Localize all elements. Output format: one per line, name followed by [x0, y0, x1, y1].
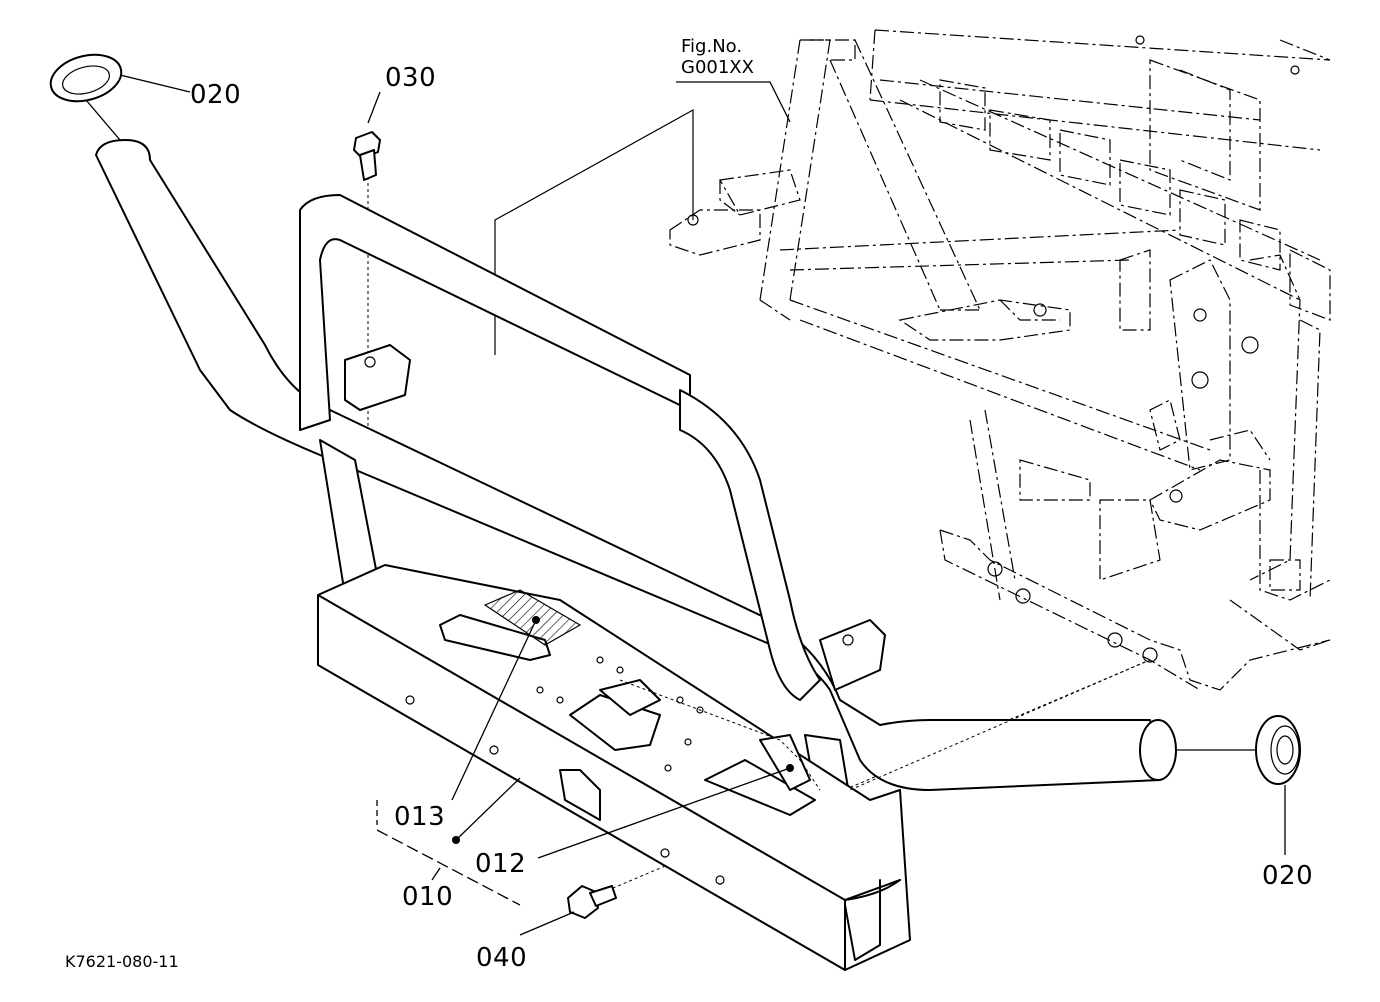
callout-020-right: 020: [1262, 861, 1314, 891]
callout-030: 030: [385, 63, 437, 93]
callout-020-top: 020: [190, 80, 242, 110]
bumper-base: [317, 564, 911, 971]
figure-ref-leader: [676, 81, 791, 123]
machine-frame: [669, 29, 1331, 691]
bolt-030: [353, 131, 381, 181]
figure-ref-label: Fig.No.: [681, 36, 743, 57]
callout-013: 013: [394, 802, 446, 832]
bolt-040: [567, 885, 617, 919]
figure-ref-number: G001XX: [681, 56, 754, 78]
callout-012: 012: [475, 849, 527, 879]
drawing-code: K7621-080-11: [65, 952, 179, 971]
callout-010: 010: [402, 882, 454, 912]
end-cap-020-top: [49, 53, 123, 141]
tube-brackets: [344, 344, 886, 691]
callout-leaders: [119, 74, 1286, 936]
callout-040: 040: [476, 943, 528, 973]
end-cap-020-right: [1176, 715, 1301, 785]
figure-reference: Fig.No. G001XX: [681, 36, 754, 78]
